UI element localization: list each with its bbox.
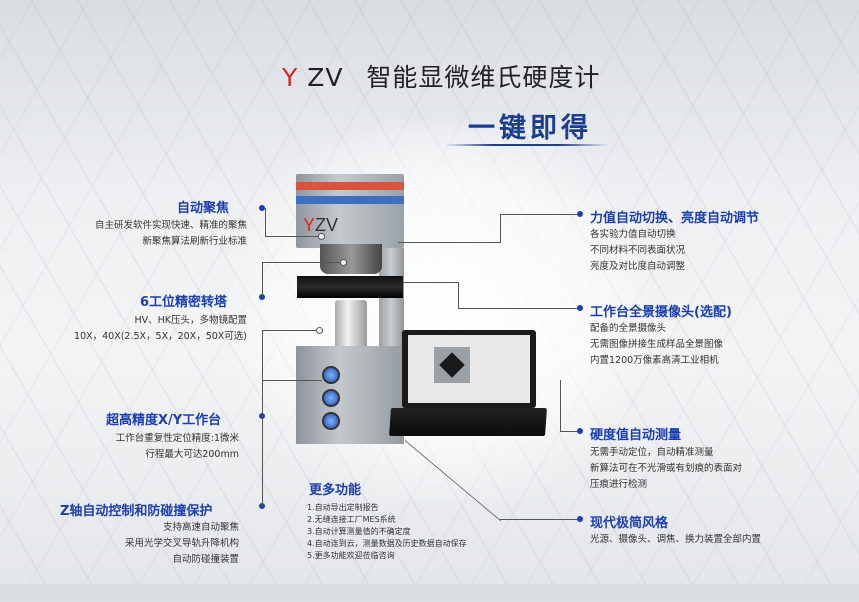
feature-line: 光源、摄像头、调焦、换力装置全部内置: [590, 534, 762, 545]
feature-title-minimal-style: 现代极简风格: [590, 516, 669, 531]
machine-red-stripe: [296, 182, 404, 190]
machine-turret: [320, 244, 382, 274]
page-title: Y ZV 智能显微维氏硬度计: [282, 58, 600, 94]
feature-line: 采用光学交叉导轨升降机构: [124, 538, 239, 549]
more-features-title: 更多功能: [309, 483, 362, 498]
feature-line: 内置1200万像素高清工业相机: [590, 355, 719, 366]
feature-line: 不同材料不同表面状况: [590, 245, 686, 256]
feature-title-z-axis: Z轴自动控制和防碰撞保护: [60, 504, 213, 519]
feature-line: 无需手动定位，自动精准测量: [590, 447, 714, 458]
more-features-item: 2.无缝连接工厂MES系统: [307, 515, 396, 524]
machine-brand: YZV: [303, 215, 338, 236]
callout-dot: [577, 211, 583, 217]
feature-line: 新算法可在不光滑或有划痕的表面对: [590, 463, 743, 474]
callout-endpoint: [340, 259, 347, 266]
callout-line: [398, 242, 501, 243]
feature-title-force-switch: 力值自动切换、亮度自动调节: [590, 211, 760, 226]
machine-brand-y: Y: [303, 215, 316, 235]
more-features-item: 4.自动连到云，测量数据及历史数据自动保存: [307, 539, 467, 548]
machine-column: [379, 248, 404, 348]
laptop-keyboard: [389, 408, 547, 436]
callout-dot: [259, 205, 265, 211]
machine-xy-stage: [297, 276, 403, 298]
feature-desc-turret: HV、HK压头，多物镜配置 10X，40X(2.5X，5X，20X，50X可选): [74, 313, 247, 345]
feature-desc-force-switch: 各实验力值自动切换 不同材料不同表面状况 亮度及对比度自动调整: [590, 227, 685, 275]
machine-base: [296, 346, 404, 444]
feature-line: 无需图像拼接生成样品全景图像: [590, 339, 724, 350]
callout-line: [500, 519, 578, 520]
feature-desc-xy-stage: 工作台重复性定位精度:1微米 行程最大可达200mm: [116, 431, 239, 463]
feature-line: 支持高速自动聚焦: [162, 522, 239, 533]
subtitle-underline: [444, 144, 609, 146]
feature-line: 10X，40X(2.5X，5X，20X，50X可选): [74, 331, 247, 342]
callout-dot: [577, 516, 583, 522]
machine-button-icon: [322, 389, 340, 407]
callout-line: [265, 236, 320, 237]
feature-line: 各实验力值自动切换: [590, 229, 676, 240]
callout-dot: [259, 294, 265, 300]
callout-line: [262, 262, 342, 263]
feature-line: 自动防碰撞装置: [172, 554, 239, 565]
feature-line: 自主研发软件实现快速、精准的聚焦: [94, 220, 247, 231]
callout-line: [560, 431, 578, 432]
feature-line: 压痕进行检测: [590, 479, 648, 490]
feature-line: 亮度及对比度自动调整: [590, 261, 686, 272]
page-subtitle: 一键即得: [468, 113, 592, 144]
feature-line: 配备的全景摄像头: [590, 323, 667, 334]
machine-brand-zv: ZV: [315, 215, 339, 235]
callout-line: [262, 380, 322, 381]
machine-spindle: [335, 300, 367, 350]
feature-title-auto-measure: 硬度值自动测量: [590, 428, 682, 443]
callout-line: [262, 330, 263, 416]
feature-title-xy-stage: 超高精度X/Y工作台: [106, 413, 222, 428]
feature-desc-minimal-style: 光源、摄像头、调焦、换力装置全部内置: [590, 532, 761, 548]
feature-line: 新聚焦算法刷新行业标准: [142, 236, 247, 247]
feature-desc-panorama-camera: 配备的全景摄像头 无需图像拼接生成样品全景图像 内置1200万像素高清工业相机: [590, 321, 723, 369]
feature-line: 工作台重复性定位精度:1微米: [115, 433, 239, 444]
title-brand-y: Y: [282, 63, 299, 92]
feature-title-autofocus: 自动聚焦: [177, 201, 230, 216]
callout-dot: [577, 305, 583, 311]
background-glow: [230, 120, 650, 500]
feature-title-panorama-camera: 工作台全景摄像头(选配): [590, 305, 732, 320]
machine-button-icon: [322, 412, 340, 430]
feature-desc-auto-measure: 无需手动定位，自动精准测量 新算法可在不光滑或有划痕的表面对 压痕进行检测: [590, 445, 742, 493]
callout-dot: [259, 503, 265, 509]
feature-line: 行程最大可达200mm: [145, 449, 239, 460]
machine-blue-stripe: [296, 196, 404, 204]
more-features-item: 5.更多功能欢迎莅临咨询: [307, 551, 395, 560]
callout-line: [262, 380, 263, 506]
callout-endpoint: [318, 233, 325, 240]
feature-title-turret: 6工位精密转塔: [140, 295, 228, 310]
callout-line: [262, 330, 318, 331]
more-features-item: 1.自动导出定制报告: [307, 503, 379, 512]
title-brand-zv: ZV: [307, 63, 344, 92]
callout-line: [262, 262, 263, 297]
machine-button-icon: [322, 366, 340, 384]
callout-line: [403, 282, 459, 283]
callout-line: [500, 214, 578, 215]
callout-endpoint: [316, 327, 323, 334]
callout-line: [265, 208, 266, 236]
feature-line: HV、HK压头，多物镜配置: [134, 315, 247, 326]
callout-line: [458, 308, 578, 309]
feature-desc-z-axis: 支持高速自动聚焦 采用光学交叉导轨升降机构 自动防碰撞装置: [125, 520, 239, 568]
title-text: 智能显微维氏硬度计: [366, 63, 601, 92]
more-features-item: 3.自动计算测量值的不确定度: [307, 527, 411, 536]
feature-desc-autofocus: 自主研发软件实现快速、精准的聚焦 新聚焦算法刷新行业标准: [95, 218, 247, 250]
callout-line: [458, 282, 459, 309]
callout-dot: [577, 428, 583, 434]
callout-line: [560, 380, 561, 431]
callout-line: [500, 214, 501, 242]
